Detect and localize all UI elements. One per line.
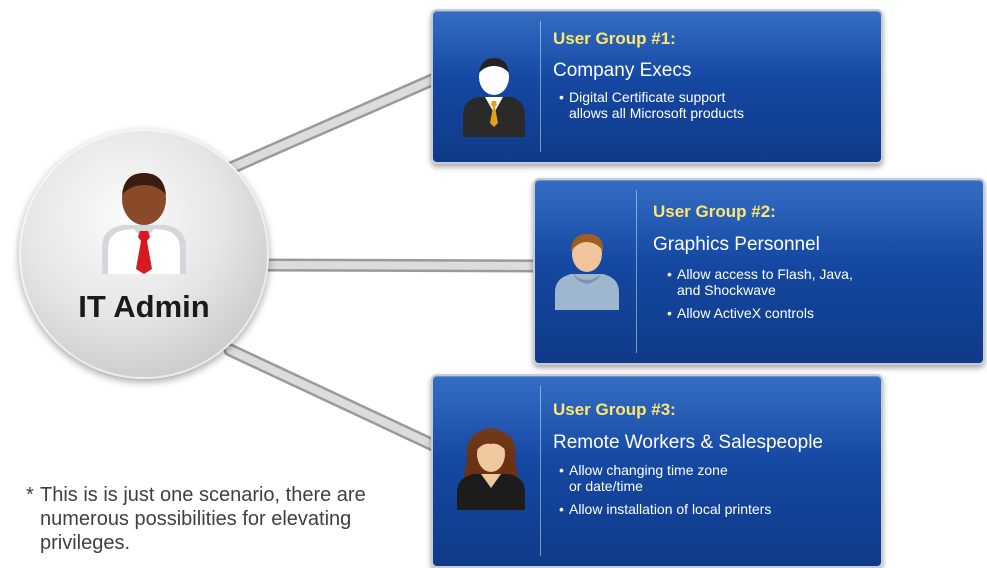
admin-person-icon (102, 173, 186, 274)
bullet-item: Allow changing time zone or date/time (559, 462, 869, 494)
bullet-item: Digital Certificate support allows all M… (559, 89, 859, 121)
designer-icon (555, 234, 619, 310)
footnote-text: This is is just one scenario, there are … (40, 484, 366, 554)
group-name: Remote Workers & Salespeople (553, 432, 823, 453)
group-name: Company Execs (553, 60, 692, 81)
user-group-1-card: User Group #1: Company Execs Digital Cer… (431, 9, 883, 164)
card-divider (636, 190, 637, 353)
footnote-marker: * (26, 484, 34, 506)
user-group-3-card: User Group #3: Remote Workers & Salespeo… (431, 374, 883, 568)
user-group-2-card: User Group #2: Graphics Personnel Allow … (533, 178, 985, 365)
footnote: * This is is just one scenario, there ar… (26, 483, 420, 555)
connector-lines (208, 66, 555, 459)
group-heading: User Group #2: (653, 202, 776, 221)
hub-title: IT Admin (78, 289, 210, 324)
saleswoman-icon (457, 428, 525, 510)
bullet-item: Allow installation of local printers (559, 501, 869, 517)
it-admin-hub: IT Admin (19, 129, 269, 379)
group-heading: User Group #3: (553, 400, 676, 419)
card-divider (540, 386, 541, 556)
group-bullets: Allow access to Flash, Java, and Shockwa… (667, 266, 967, 328)
bullet-item: Allow access to Flash, Java, and Shockwa… (667, 266, 967, 298)
group-heading: User Group #1: (553, 29, 676, 48)
group-bullets: Allow changing time zone or date/time Al… (559, 462, 869, 524)
group-name: Graphics Personnel (653, 234, 820, 255)
bullet-item: Allow ActiveX controls (667, 305, 967, 321)
group-bullets: Digital Certificate support allows all M… (559, 89, 859, 128)
card-divider (540, 21, 541, 152)
executive-icon (463, 58, 525, 137)
